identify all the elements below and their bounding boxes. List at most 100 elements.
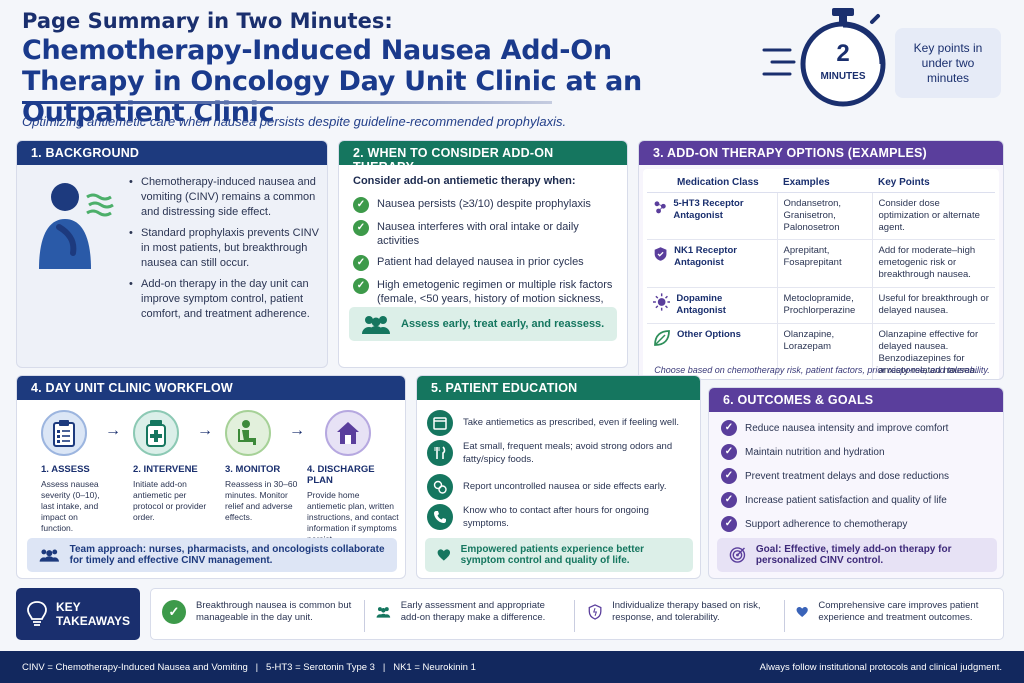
consider-item: ✓Nausea interferes with oral intake or d… xyxy=(353,220,621,248)
workflow-step-intervene: 2. INTERVENE Initiate add-on antiemetic … xyxy=(133,410,229,523)
check-icon: ✓ xyxy=(721,444,737,460)
patient-chair-icon xyxy=(225,410,271,456)
page-subtitle: Optimizing antiemetic care when nausea p… xyxy=(22,114,567,129)
timer-caption: Key points in under two minutes xyxy=(895,28,1001,98)
arrow-right-icon: → xyxy=(105,422,121,439)
check-icon: ✓ xyxy=(353,255,369,271)
table-row: Dopamine Antagonist Metoclopramide, Proc… xyxy=(647,287,995,324)
options-heading: 3. ADD-ON THERAPY OPTIONS (EXAMPLES) xyxy=(639,141,1003,165)
check-icon: ✓ xyxy=(162,600,186,624)
col-header: Key Points xyxy=(872,173,995,193)
consider-list: ✓Nausea persists (≥3/10) despite prophyl… xyxy=(353,197,621,320)
options-table: Medication Class Examples Key Points 5-H… xyxy=(647,173,995,379)
outcomes-goal: Goal: Effective, timely add-on therapy f… xyxy=(717,538,997,572)
outcomes-list: ✓Reduce nausea intensity and improve com… xyxy=(721,420,997,532)
consider-item: ✓Patient had delayed nausea in prior cyc… xyxy=(353,255,621,271)
takeaway-item: Comprehensive care improves patient expe… xyxy=(796,600,996,624)
consider-card: 2. WHEN TO CONSIDER ADD-ON THERAPY Consi… xyxy=(338,140,628,368)
education-card: 5. PATIENT EDUCATION Take antiemetics as… xyxy=(416,375,701,579)
footer-bar: CINV = Chemotherapy-Induced Nausea and V… xyxy=(0,651,1024,683)
background-bullet: Chemotherapy-induced nausea and vomiting… xyxy=(129,175,319,220)
options-table-wrap: Medication Class Examples Key Points 5-H… xyxy=(643,169,999,379)
check-icon: ✓ xyxy=(353,278,369,294)
workflow-heading: 4. DAY UNIT CLINIC WORKFLOW xyxy=(17,376,405,400)
timer-unit: MINUTES xyxy=(820,71,866,82)
consider-intro: Consider add-on antiemetic therapy when: xyxy=(353,175,576,187)
outcome-item: ✓Support adherence to chemotherapy xyxy=(721,516,997,532)
arrow-right-icon: → xyxy=(197,422,213,439)
outcome-item: ✓Maintain nutrition and hydration xyxy=(721,444,997,460)
outcomes-card: 6. OUTCOMES & GOALS ✓Reduce nausea inten… xyxy=(708,387,1004,579)
stopwatch-icon xyxy=(762,8,886,107)
outcomes-heading: 6. OUTCOMES & GOALS xyxy=(709,388,1003,412)
takeaways-strip xyxy=(150,588,1004,640)
target-icon xyxy=(729,547,746,563)
takeaways-label: KEY TAKEAWAYS xyxy=(56,600,131,628)
medicine-bottle-icon xyxy=(133,410,179,456)
takeaway-item: ✓ Breakthrough nausea is common but mana… xyxy=(162,600,362,624)
molecule-icon xyxy=(654,201,666,214)
check-icon: ✓ xyxy=(353,220,369,236)
col-header: Examples xyxy=(777,173,872,193)
takeaway-item: Individualize therapy based on risk, res… xyxy=(588,600,778,624)
page-kicker: Page Summary in Two Minutes: xyxy=(22,9,393,33)
nauseous-person-icon xyxy=(39,183,114,269)
workflow-step-discharge: 4. DISCHARGE PLAN Provide home antiemeti… xyxy=(307,410,403,545)
col-header: Medication Class xyxy=(647,173,777,193)
education-heading: 5. PATIENT EDUCATION xyxy=(417,376,700,400)
calendar-icon xyxy=(427,410,453,436)
background-bullet: Standard prophylaxis prevents CINV in mo… xyxy=(129,226,319,271)
outcome-item: ✓Increase patient satisfaction and quali… xyxy=(721,492,997,508)
team-icon xyxy=(362,316,390,334)
phone-icon xyxy=(427,504,453,530)
education-callout: Empowered patients experience better sym… xyxy=(425,538,693,572)
title-rule xyxy=(22,101,552,104)
education-item: Report uncontrolled nausea or side effec… xyxy=(427,474,697,500)
footer-disclaimer: Always follow institutional protocols an… xyxy=(759,661,1002,673)
check-icon: ✓ xyxy=(721,492,737,508)
check-icon: ✓ xyxy=(721,420,737,436)
consider-callout: Assess early, treat early, and reassess. xyxy=(349,307,617,341)
consider-heading: 2. WHEN TO CONSIDER ADD-ON THERAPY xyxy=(339,141,627,174)
table-row: 5-HT3 Receptor Antagonist Ondansetron, G… xyxy=(647,192,995,240)
education-item: Know who to contact after hours for ongo… xyxy=(427,504,697,530)
consider-item: ✓Nausea persists (≥3/10) despite prophyl… xyxy=(353,197,621,213)
outcome-item: ✓Reduce nausea intensity and improve com… xyxy=(721,420,997,436)
clipboard-icon xyxy=(41,410,87,456)
check-icon: ✓ xyxy=(721,516,737,532)
timer-graphic: 2 MINUTES Key points in under two minute… xyxy=(760,8,1010,112)
divider xyxy=(784,600,785,632)
shield-icon xyxy=(588,604,602,620)
pills-icon xyxy=(427,474,453,500)
table-row: Other Options Olanzapine, Lorazepam Olan… xyxy=(647,323,995,379)
check-icon: ✓ xyxy=(721,468,737,484)
page-title: Chemotherapy-Induced Nausea Add-On Thera… xyxy=(22,35,642,128)
workflow-card: 4. DAY UNIT CLINIC WORKFLOW 1. ASSESS As… xyxy=(16,375,406,579)
divider xyxy=(364,600,365,632)
home-icon xyxy=(325,410,371,456)
team-icon xyxy=(376,607,391,618)
timer-number: 2 xyxy=(836,40,850,67)
utensils-icon xyxy=(427,440,453,466)
background-heading: 1. BACKGROUND xyxy=(17,141,327,165)
workflow-step-monitor: 3. MONITOR Reassess in 30–60 minutes. Mo… xyxy=(225,410,321,523)
table-row: NK1 Receptor Antagonist Aprepitant, Fosa… xyxy=(647,239,995,288)
background-card: 1. BACKGROUND Chemotherapy-induced nause… xyxy=(16,140,328,368)
education-item: Take antiemetics as prescribed, even if … xyxy=(427,410,697,436)
sun-icon xyxy=(653,293,671,311)
footer-abbreviations: CINV = Chemotherapy-Induced Nausea and V… xyxy=(22,661,476,673)
arrow-right-icon: → xyxy=(289,422,305,439)
outcome-item: ✓Prevent treatment delays and dose reduc… xyxy=(721,468,997,484)
background-bullet: Add-on therapy in the day unit can impro… xyxy=(129,277,319,322)
options-card: 3. ADD-ON THERAPY OPTIONS (EXAMPLES) Med… xyxy=(638,140,1004,380)
takeaways-label-box: KEY TAKEAWAYS xyxy=(16,588,140,640)
education-item: Eat small, frequent meals; avoid strong … xyxy=(427,440,697,466)
workflow-step-assess: 1. ASSESS Assess nausea severity (0–10),… xyxy=(41,410,137,534)
background-bullets: Chemotherapy-induced nausea and vomiting… xyxy=(129,175,319,328)
shield-icon xyxy=(654,247,667,261)
leaf-icon xyxy=(654,330,670,346)
options-footnote: Choose based on chemotherapy risk, patie… xyxy=(654,365,990,375)
heart-icon xyxy=(437,549,451,561)
workflow-callout: Team approach: nurses, pharmacists, and … xyxy=(27,538,397,572)
lightbulb-icon xyxy=(27,601,47,626)
